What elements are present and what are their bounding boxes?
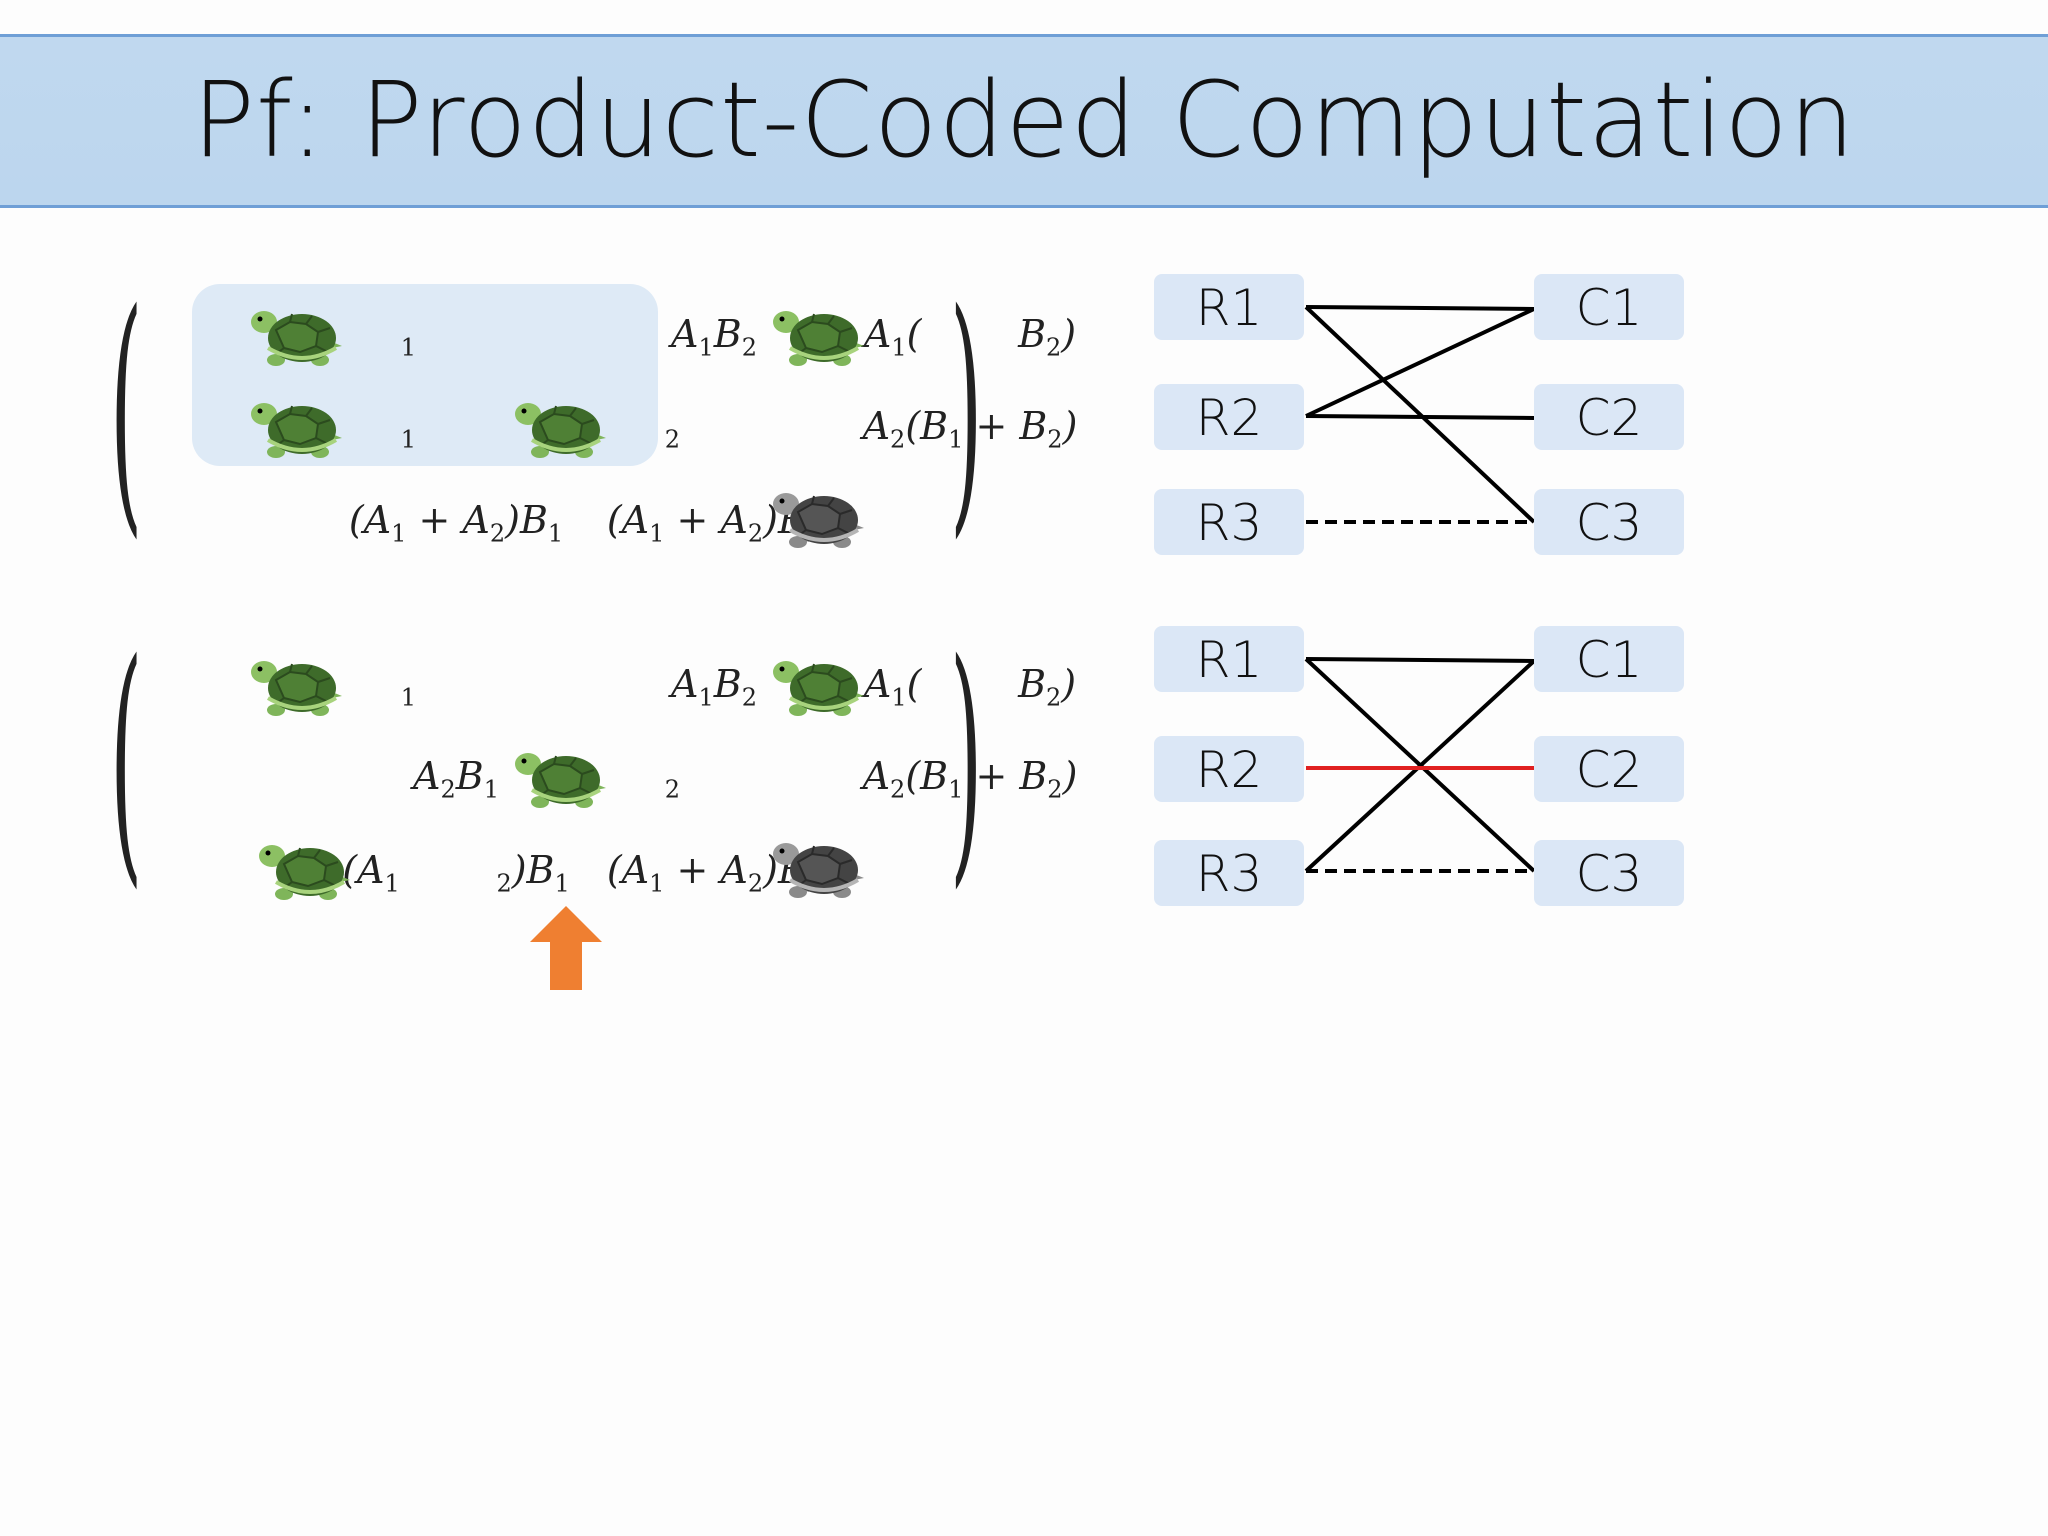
matrix-cell-fragment: 2 <box>664 425 680 454</box>
right-paren: ) <box>950 259 983 561</box>
node-r3: R3 <box>1154 840 1304 906</box>
node-c1: C1 <box>1534 274 1684 340</box>
edge-r1-c1 <box>1305 305 1535 311</box>
matrix-cell: A1( B2) <box>863 312 1077 362</box>
matrix-cell: A2(B1 + B2) <box>862 754 1078 804</box>
node-c2: C2 <box>1534 384 1684 450</box>
matrix-top: ( ) 1 A1B2 A1( B2) 1 2 A2(B1 + B2) (A1 +… <box>110 259 1077 561</box>
matrix-cell-fragment: 2 <box>664 775 680 804</box>
edge-r2-c2 <box>1305 414 1535 420</box>
right-paren: ) <box>950 609 983 911</box>
node-r2: R2 <box>1154 736 1304 802</box>
edge-r1-c3 <box>1304 305 1536 524</box>
node-c3: C3 <box>1534 840 1684 906</box>
matrix-cell: A1( B2) <box>863 662 1077 712</box>
node-r2: R2 <box>1154 384 1304 450</box>
matrix-cell-fragment: 1 <box>400 425 416 454</box>
matrix-cell: A1B2 <box>671 662 757 712</box>
node-c3: C3 <box>1534 489 1684 555</box>
matrix-cell: A2B1 <box>413 754 499 804</box>
node-r3: R3 <box>1154 489 1304 555</box>
node-c2: C2 <box>1534 736 1684 802</box>
matrix-cell: (A1 2)B1 <box>342 848 570 898</box>
node-r1: R1 <box>1154 274 1304 340</box>
edge-r1-c1 <box>1305 657 1535 663</box>
slide-title: Pf: Product-Coded Computation <box>192 59 1856 181</box>
node-r1: R1 <box>1154 626 1304 692</box>
edge-r2-c1 <box>1305 307 1535 418</box>
matrix-cell: A1B2 <box>671 312 757 362</box>
node-c1: C1 <box>1534 626 1684 692</box>
up-arrow-icon <box>530 906 602 990</box>
title-bar: Pf: Product-Coded Computation <box>0 34 2048 208</box>
left-paren: ( <box>110 609 143 911</box>
matrix-cell-fragment: 1 <box>400 683 416 712</box>
matrix-cell-fragment: 1 <box>400 333 416 362</box>
matrix-bottom: ( ) 1 A1B2 A1( B2) A2B1 2 A2(B1 + B2) (A… <box>110 609 1077 911</box>
matrix-cell: (A1 + A2)B1 <box>348 498 564 548</box>
left-paren: ( <box>110 259 143 561</box>
matrix-cell: A2(B1 + B2) <box>862 404 1078 454</box>
